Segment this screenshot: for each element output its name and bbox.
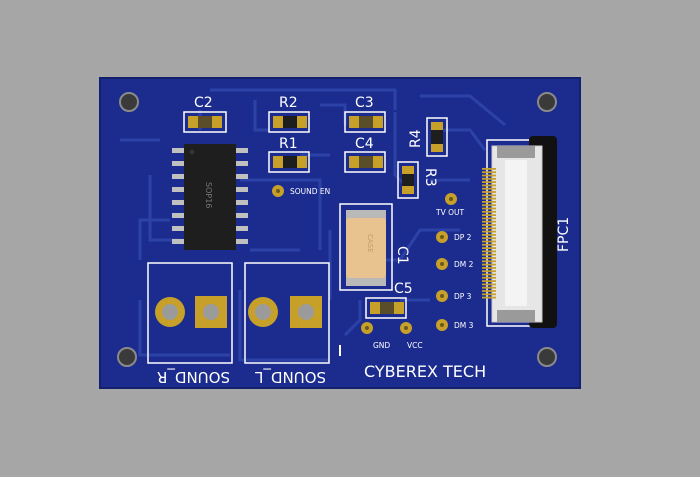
label-dm3: DM 3 (454, 321, 474, 330)
fpc-pin (482, 194, 496, 197)
pad-sound-en: SOUND EN (272, 185, 330, 197)
fpc-pin (482, 290, 496, 292)
brand-label: CYBEREX TECH (364, 362, 486, 381)
fpc-pin (482, 247, 496, 249)
label-r2: R2 (279, 95, 298, 111)
mounting-holes (117, 92, 557, 367)
fpc-pin (482, 296, 496, 299)
capacitor-c1: CASE C1 (339, 203, 410, 291)
fpc-pin (482, 227, 496, 230)
ic-marking: SOP16 (204, 182, 213, 208)
capacitor-c5: C5 (365, 281, 413, 319)
fpc-pin (482, 293, 496, 296)
label-fpc1: FPC1 (556, 217, 572, 252)
fpc-pin (482, 234, 496, 236)
label-dp3: DP 3 (454, 292, 472, 301)
fpc-pin (482, 220, 496, 223)
cap-marking: CASE (366, 234, 374, 253)
pad-dp2: DP 2 (436, 231, 472, 243)
fpc-pin (482, 230, 496, 233)
label-c5: C5 (394, 281, 413, 297)
capacitor-c2: C2 (183, 95, 227, 133)
fpc-pin (482, 237, 496, 240)
label-c3: C3 (355, 95, 374, 111)
fpc-pin (482, 177, 496, 180)
fpc-pin (482, 224, 496, 226)
fpc-pin (482, 257, 496, 259)
pad-gnd: GND (361, 322, 390, 350)
fpc-pin (482, 197, 496, 200)
fpc-pin (482, 267, 496, 269)
label-vcc: VCC (407, 341, 423, 350)
fpc-pin (482, 168, 496, 170)
pad-dm3: DM 3 (436, 319, 474, 331)
ic-sop16: SOP16 (172, 144, 248, 250)
fpc-pin (482, 207, 496, 210)
capacitor-c3: C3 (344, 95, 386, 133)
fpc-pin (482, 210, 496, 213)
label-dm2: DM 2 (454, 260, 474, 269)
fpc-pin (482, 240, 496, 243)
resistor-r3: R3 (397, 161, 438, 199)
fpc-pin (482, 174, 496, 177)
resistor-r4: R4 (408, 117, 448, 157)
fpc-pin (482, 191, 496, 193)
fpc1-connector: FPC1 (482, 136, 572, 328)
label-r3: R3 (422, 168, 438, 187)
fpc-pin (482, 184, 496, 187)
label-sound-l: SOUND_L (254, 367, 326, 386)
fpc-pin (482, 171, 496, 174)
pad-vcc: VCC (400, 322, 423, 350)
fpc-pin (482, 187, 496, 190)
fpc-pin (482, 201, 496, 203)
label-r1: R1 (279, 136, 298, 152)
fpc-pin (482, 260, 496, 263)
label-dp2: DP 2 (454, 233, 472, 242)
fpc-pin (482, 204, 496, 207)
fpc-pin (482, 276, 496, 279)
label-sound-r: SOUND_R (157, 367, 230, 386)
capacitor-c4: C4 (344, 136, 386, 173)
fpc-pins (482, 168, 496, 299)
resistor-r1: R1 (268, 136, 310, 173)
terminal-sound-r: SOUND_R (147, 262, 233, 386)
pad-dm2: DM 2 (436, 258, 474, 270)
label-sound-en: SOUND EN (290, 187, 330, 196)
label-c2: C2 (194, 95, 213, 111)
fpc-pin (482, 214, 496, 216)
fpc-pin (482, 263, 496, 266)
label-c4: C4 (355, 136, 374, 152)
label-gnd: GND (373, 341, 390, 350)
fpc-pin (482, 253, 496, 256)
fpc-pin (482, 217, 496, 220)
fpc-pin (482, 280, 496, 282)
fpc-pin (482, 250, 496, 253)
fpc-pin (482, 286, 496, 289)
fpc-pin (482, 181, 496, 183)
fpc-pin (482, 270, 496, 273)
label-r4: R4 (408, 129, 424, 148)
label-tv-out: TV OUT (435, 208, 464, 217)
fpc-pin (482, 273, 496, 276)
terminal-sound-l: SOUND_L (244, 262, 341, 386)
pad-tv-out: TV OUT (435, 193, 464, 217)
fpc-pin (482, 243, 496, 246)
fpc-pin (482, 283, 496, 286)
pad-dp3: DP 3 (436, 290, 472, 302)
label-c1: C1 (394, 246, 410, 265)
resistor-r2: R2 (268, 95, 310, 133)
